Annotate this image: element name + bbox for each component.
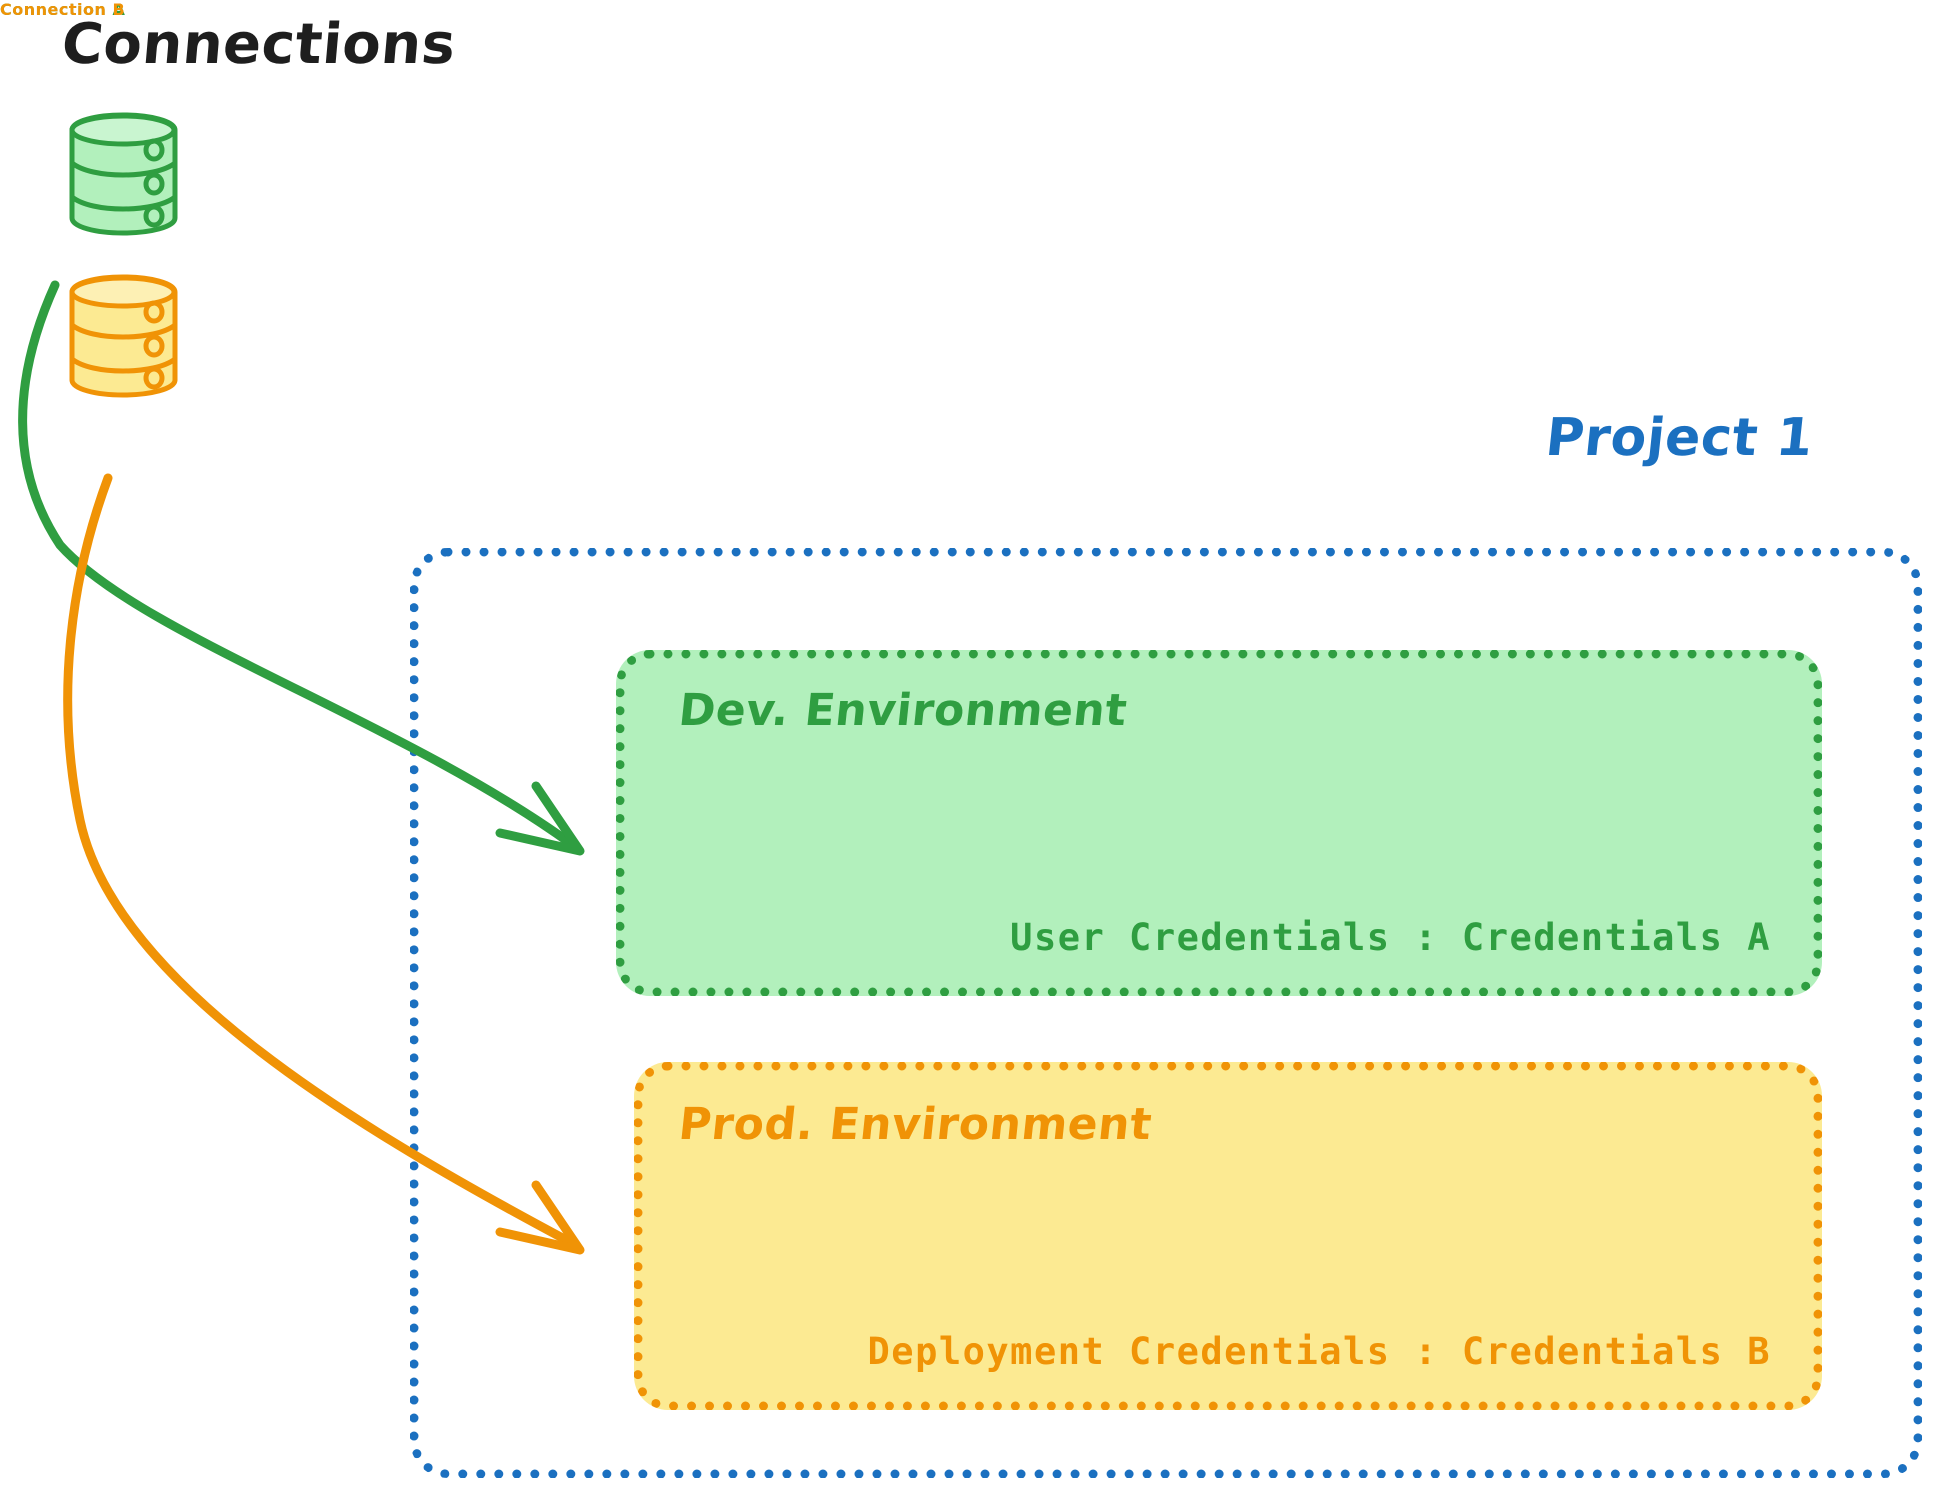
- connection-a-label: Connection A: [0, 0, 126, 19]
- database-cylinder-icon: [69, 112, 178, 236]
- connection-b-label: Connection B: [0, 0, 126, 19]
- project-label: Project 1: [1542, 408, 1817, 468]
- dev-environment-box: Dev. Environment User Credentials : Cred…: [616, 650, 1822, 996]
- connection-row-a: Connection A: [0, 0, 178, 236]
- prod-environment-box: Prod. Environment Deployment Credentials…: [634, 1062, 1822, 1410]
- prod-environment-title: Prod. Environment: [676, 1099, 1155, 1150]
- dev-environment-title: Dev. Environment: [676, 685, 1130, 736]
- dev-environment-credentials: User Credentials : Credentials A: [1010, 916, 1771, 959]
- database-cylinder-icon: [69, 274, 178, 398]
- connection-row-b: Connection B: [0, 0, 178, 398]
- prod-environment-credentials: Deployment Credentials : Credentials B: [867, 1330, 1771, 1373]
- page-title: Connections: [59, 12, 459, 77]
